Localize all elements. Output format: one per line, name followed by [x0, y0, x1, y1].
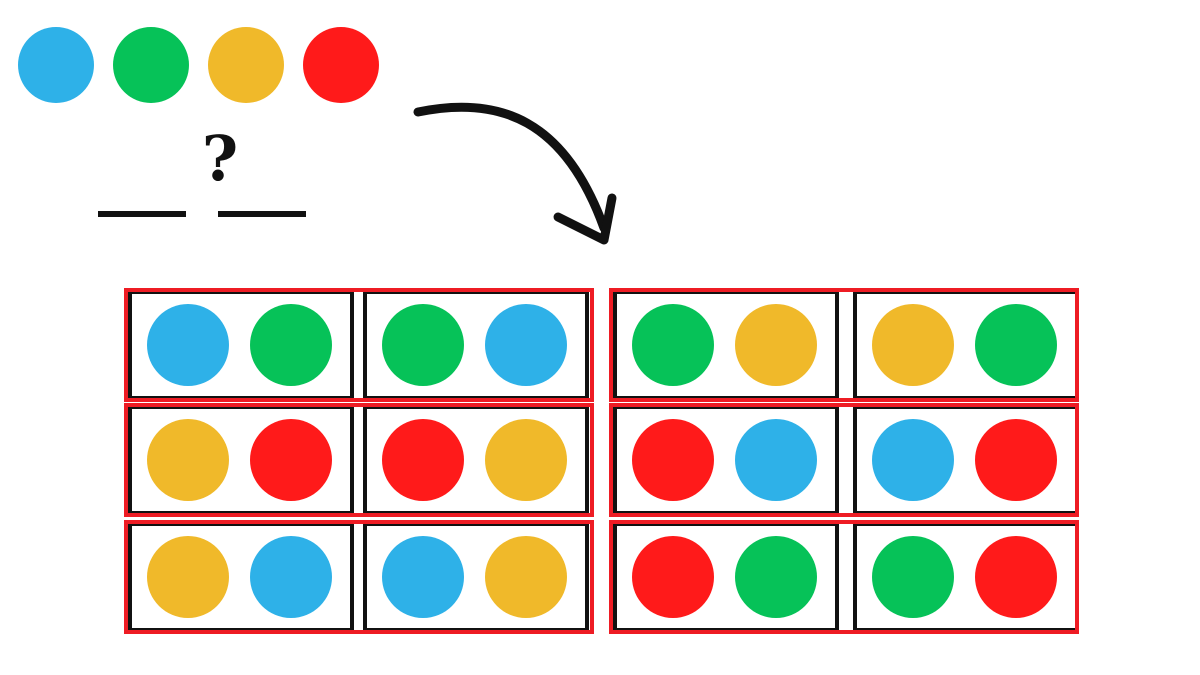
green-circle	[735, 536, 817, 618]
red-palette-circle	[303, 27, 379, 103]
yellow-circle	[147, 419, 229, 501]
red-circle	[632, 419, 714, 501]
pairs-row	[124, 520, 1079, 634]
yellow-circle	[872, 304, 954, 386]
yellow-circle	[485, 419, 567, 501]
group-frame	[609, 403, 1079, 517]
curved-arrow	[413, 102, 617, 245]
pairs-row	[124, 403, 1079, 517]
group-frame	[609, 520, 1079, 634]
red-circle	[975, 536, 1057, 618]
pair-card	[128, 290, 354, 400]
blue-circle	[735, 419, 817, 501]
yellow-circle	[147, 536, 229, 618]
blue-palette-circle	[18, 27, 94, 103]
blank-line-right	[218, 211, 306, 217]
pair-card	[613, 522, 839, 632]
green-circle	[975, 304, 1057, 386]
yellow-palette-circle	[208, 27, 284, 103]
red-circle	[632, 536, 714, 618]
pair-card	[853, 405, 1079, 515]
red-circle	[382, 419, 464, 501]
green-palette-circle	[113, 27, 189, 103]
pair-card	[613, 290, 839, 400]
arrow-shaft	[413, 102, 609, 233]
pair-card	[128, 522, 354, 632]
pairs-grid	[124, 288, 1079, 634]
pair-card	[853, 290, 1079, 400]
blue-circle	[147, 304, 229, 386]
group-frame	[124, 288, 594, 402]
question-mark: ?	[201, 122, 239, 195]
group-frame	[124, 520, 594, 634]
pair-card	[363, 405, 589, 515]
blue-circle	[485, 304, 567, 386]
yellow-circle	[735, 304, 817, 386]
pair-card	[363, 290, 589, 400]
answer-blanks	[98, 211, 306, 217]
blue-circle	[872, 419, 954, 501]
red-circle	[975, 419, 1057, 501]
green-circle	[872, 536, 954, 618]
pair-card	[853, 522, 1079, 632]
blue-circle	[382, 536, 464, 618]
blue-circle	[250, 536, 332, 618]
red-circle	[250, 419, 332, 501]
green-circle	[250, 304, 332, 386]
green-circle	[632, 304, 714, 386]
arrow-head	[553, 193, 617, 245]
blank-line-left	[98, 211, 186, 217]
group-frame	[609, 288, 1079, 402]
green-circle	[382, 304, 464, 386]
yellow-circle	[485, 536, 567, 618]
pair-card	[128, 405, 354, 515]
pair-card	[613, 405, 839, 515]
group-frame	[124, 403, 594, 517]
pair-card	[363, 522, 589, 632]
color-palette	[18, 27, 379, 103]
pairs-row	[124, 288, 1079, 402]
